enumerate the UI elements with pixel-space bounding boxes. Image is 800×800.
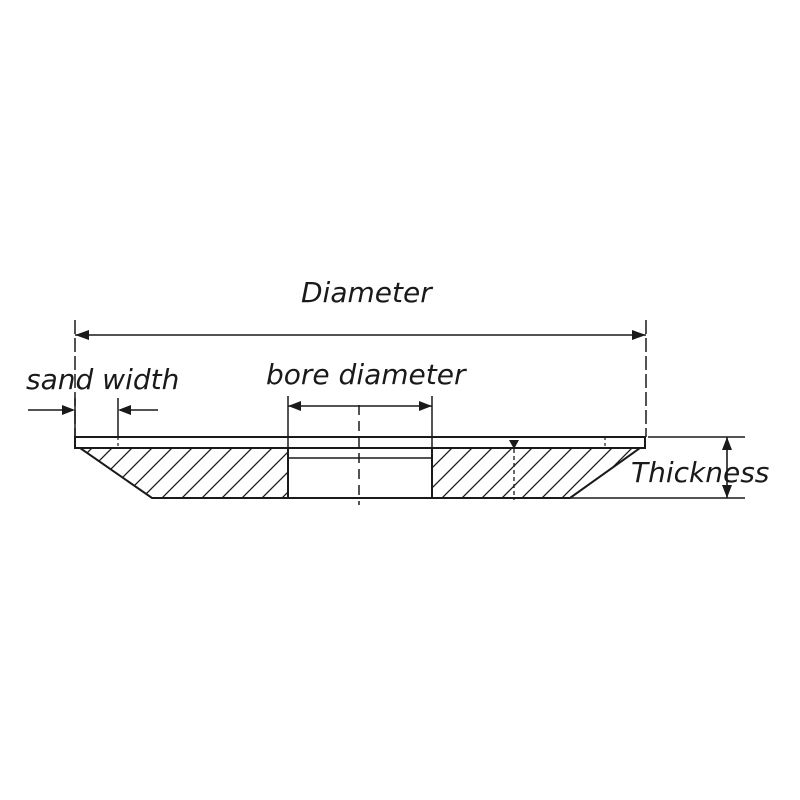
thickness-label: Thickness [631, 456, 770, 489]
bore-diameter-dimension [287, 396, 433, 448]
sand-width-dimension [28, 398, 158, 437]
sand-width-arrowhead-left [62, 405, 75, 415]
sand-width-label: sand width [26, 363, 180, 396]
thickness-arrowhead-top [722, 437, 732, 450]
diameter-label: Diameter [301, 276, 432, 309]
bore-arrowhead-right [419, 401, 432, 411]
diameter-arrowhead-right [632, 330, 646, 340]
sand-width-arrowhead-right [118, 405, 131, 415]
wheel-body [74, 405, 646, 505]
hatched-body-left [76, 447, 289, 499]
diameter-arrowhead-left [75, 330, 89, 340]
abrasive-rim [74, 436, 646, 449]
thickness-arrowhead-bottom [722, 485, 732, 498]
section-marker-triangle [509, 440, 519, 449]
hatched-body-right [431, 447, 644, 499]
bore-diameter-label: bore diameter [266, 358, 466, 391]
thickness-dimension [570, 436, 745, 499]
bore-opening [287, 447, 433, 499]
bore-arrowhead-left [288, 401, 301, 411]
